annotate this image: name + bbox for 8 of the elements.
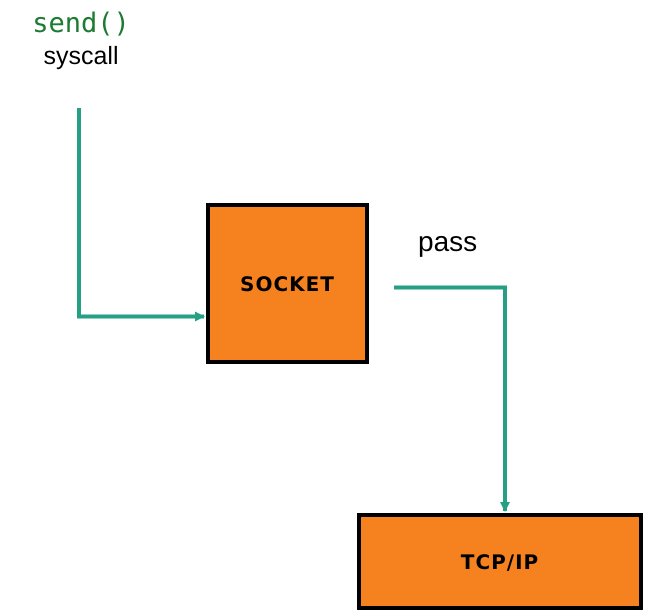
arrow	[394, 286, 510, 512]
box-label: SOCKET	[240, 272, 335, 296]
function-call-text: send()	[32, 8, 130, 40]
process-box	[206, 203, 369, 364]
node-text: syscall	[43, 41, 118, 72]
process-box	[357, 513, 643, 610]
box-label: TCP/IP	[460, 550, 540, 574]
arrow	[77, 108, 205, 322]
